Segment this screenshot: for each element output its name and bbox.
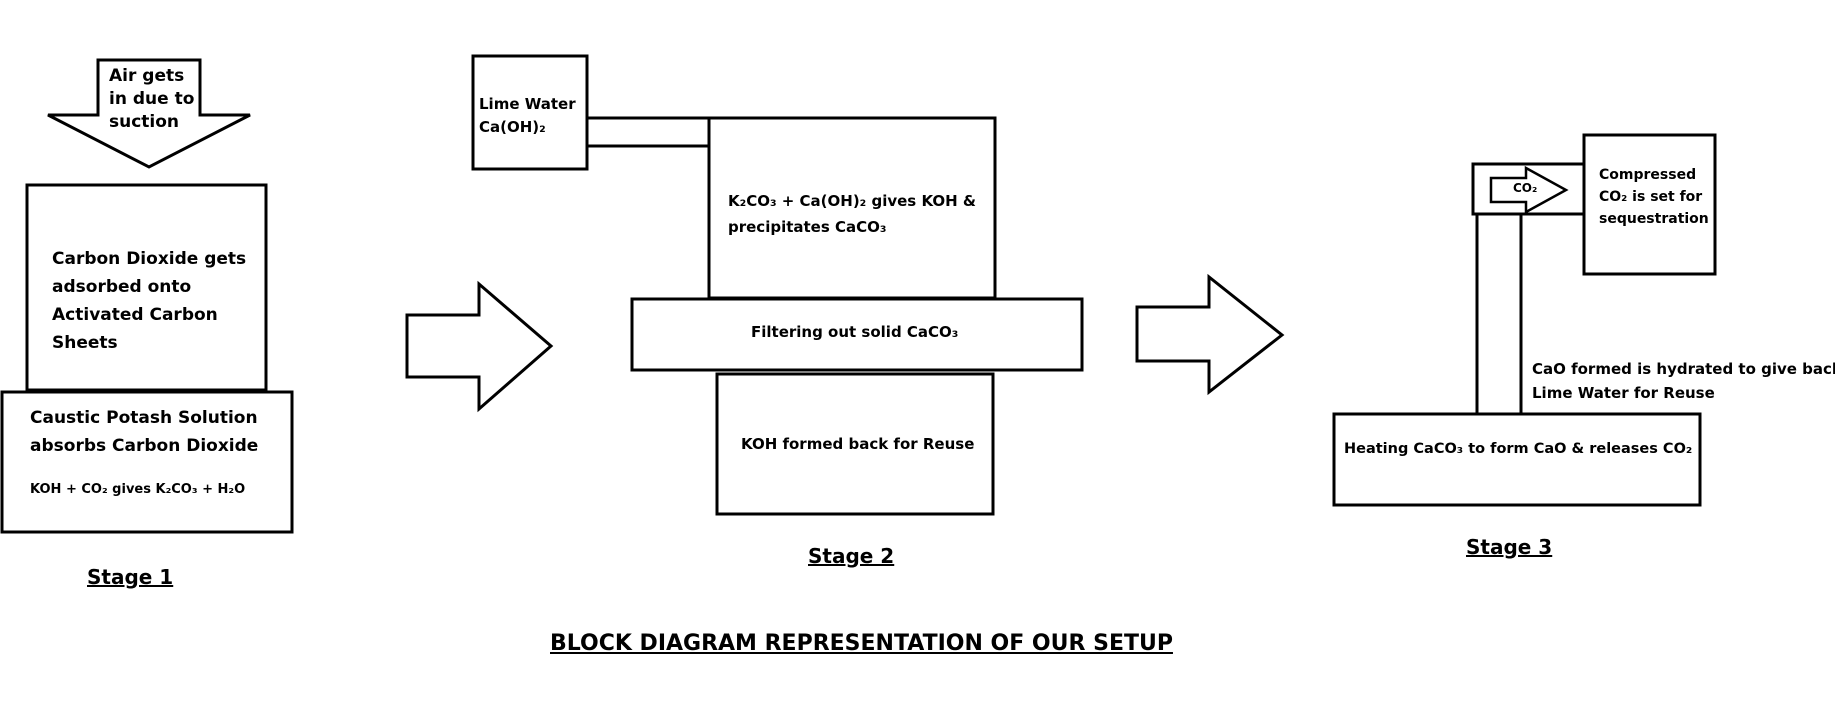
adsorption-line-1: Carbon Dioxide gets	[52, 249, 247, 269]
adsorption-text: Carbon Dioxide gets adsorbed onto Activa…	[52, 245, 246, 357]
caustic-potash-line-2: absorbs Carbon Dioxide	[30, 436, 259, 456]
adsorption-line-2: adsorbed onto	[52, 277, 192, 297]
stage3-label: Stage 3	[1466, 535, 1553, 559]
caustic-potash-box	[0, 390, 294, 534]
lime-water-line-2: Ca(OH)₂	[479, 118, 546, 136]
reaction-tank-text: K₂CO₃ + Ca(OH)₂ gives KOH & precipitates…	[728, 188, 976, 240]
lime-water-box	[471, 54, 589, 171]
caustic-potash-text: Caustic Potash Solution absorbs Carbon D…	[30, 404, 258, 460]
air-inlet-text: Air gets in due to suction	[109, 65, 194, 134]
flow-arrow-1	[405, 280, 554, 413]
heating-text: Heating CaCO₃ to form CaO & releases CO₂	[1344, 441, 1693, 457]
stage2-label: Stage 2	[808, 544, 895, 568]
reaction-tank-line-1: K₂CO₃ + Ca(OH)₂ gives KOH &	[728, 192, 977, 210]
cao-hydration-line-1: CaO formed is hydrated to give back	[1532, 360, 1835, 378]
cao-hydration-line-2: Lime Water for Reuse	[1532, 384, 1715, 402]
cao-hydration-text: CaO formed is hydrated to give back Lime…	[1532, 357, 1835, 405]
co2-arrow	[1489, 165, 1569, 215]
compressed-co2-text: Compressed CO₂ is set for sequestration	[1599, 164, 1709, 230]
stage1-label: Stage 1	[87, 565, 174, 589]
air-inlet-arrow	[47, 58, 251, 169]
filter-box	[630, 297, 1084, 372]
adsorption-line-3: Activated Carbon	[52, 305, 218, 325]
air-inlet-line-1: Air gets	[109, 66, 185, 86]
adsorption-box	[25, 183, 268, 392]
stage1-reaction: KOH + CO₂ gives K₂CO₃ + H₂O	[30, 482, 246, 497]
reaction-tank-line-2: precipitates CaCO₃	[728, 218, 887, 236]
compressed-co2-line-1: Compressed	[1599, 167, 1697, 183]
lime-water-line-1: Lime Water	[479, 95, 576, 113]
caustic-potash-line-1: Caustic Potash Solution	[30, 408, 258, 428]
air-inlet-line-2: in due to	[109, 88, 195, 109]
co2-arrow-text: CO₂	[1513, 181, 1538, 195]
air-inlet-line-3: suction	[109, 111, 180, 132]
koh-text: KOH formed back for Reuse	[741, 435, 975, 453]
heating-box	[1332, 412, 1702, 507]
flow-arrow-2	[1135, 273, 1285, 396]
page-title: BLOCK DIAGRAM REPRESENTATION OF OUR SETU…	[550, 631, 1173, 656]
compressed-co2-box	[1582, 133, 1717, 276]
filter-text: Filtering out solid CaCO₃	[751, 323, 959, 341]
compressed-co2-line-2: CO₂ is set for	[1599, 189, 1703, 205]
koh-box	[715, 372, 995, 516]
lime-water-text: Lime Water Ca(OH)₂	[479, 93, 576, 139]
lime-water-pipe	[585, 116, 711, 148]
compressed-co2-line-3: sequestration	[1599, 211, 1709, 227]
adsorption-line-4: Sheets	[52, 333, 118, 353]
vertical-pipe	[1475, 210, 1523, 418]
